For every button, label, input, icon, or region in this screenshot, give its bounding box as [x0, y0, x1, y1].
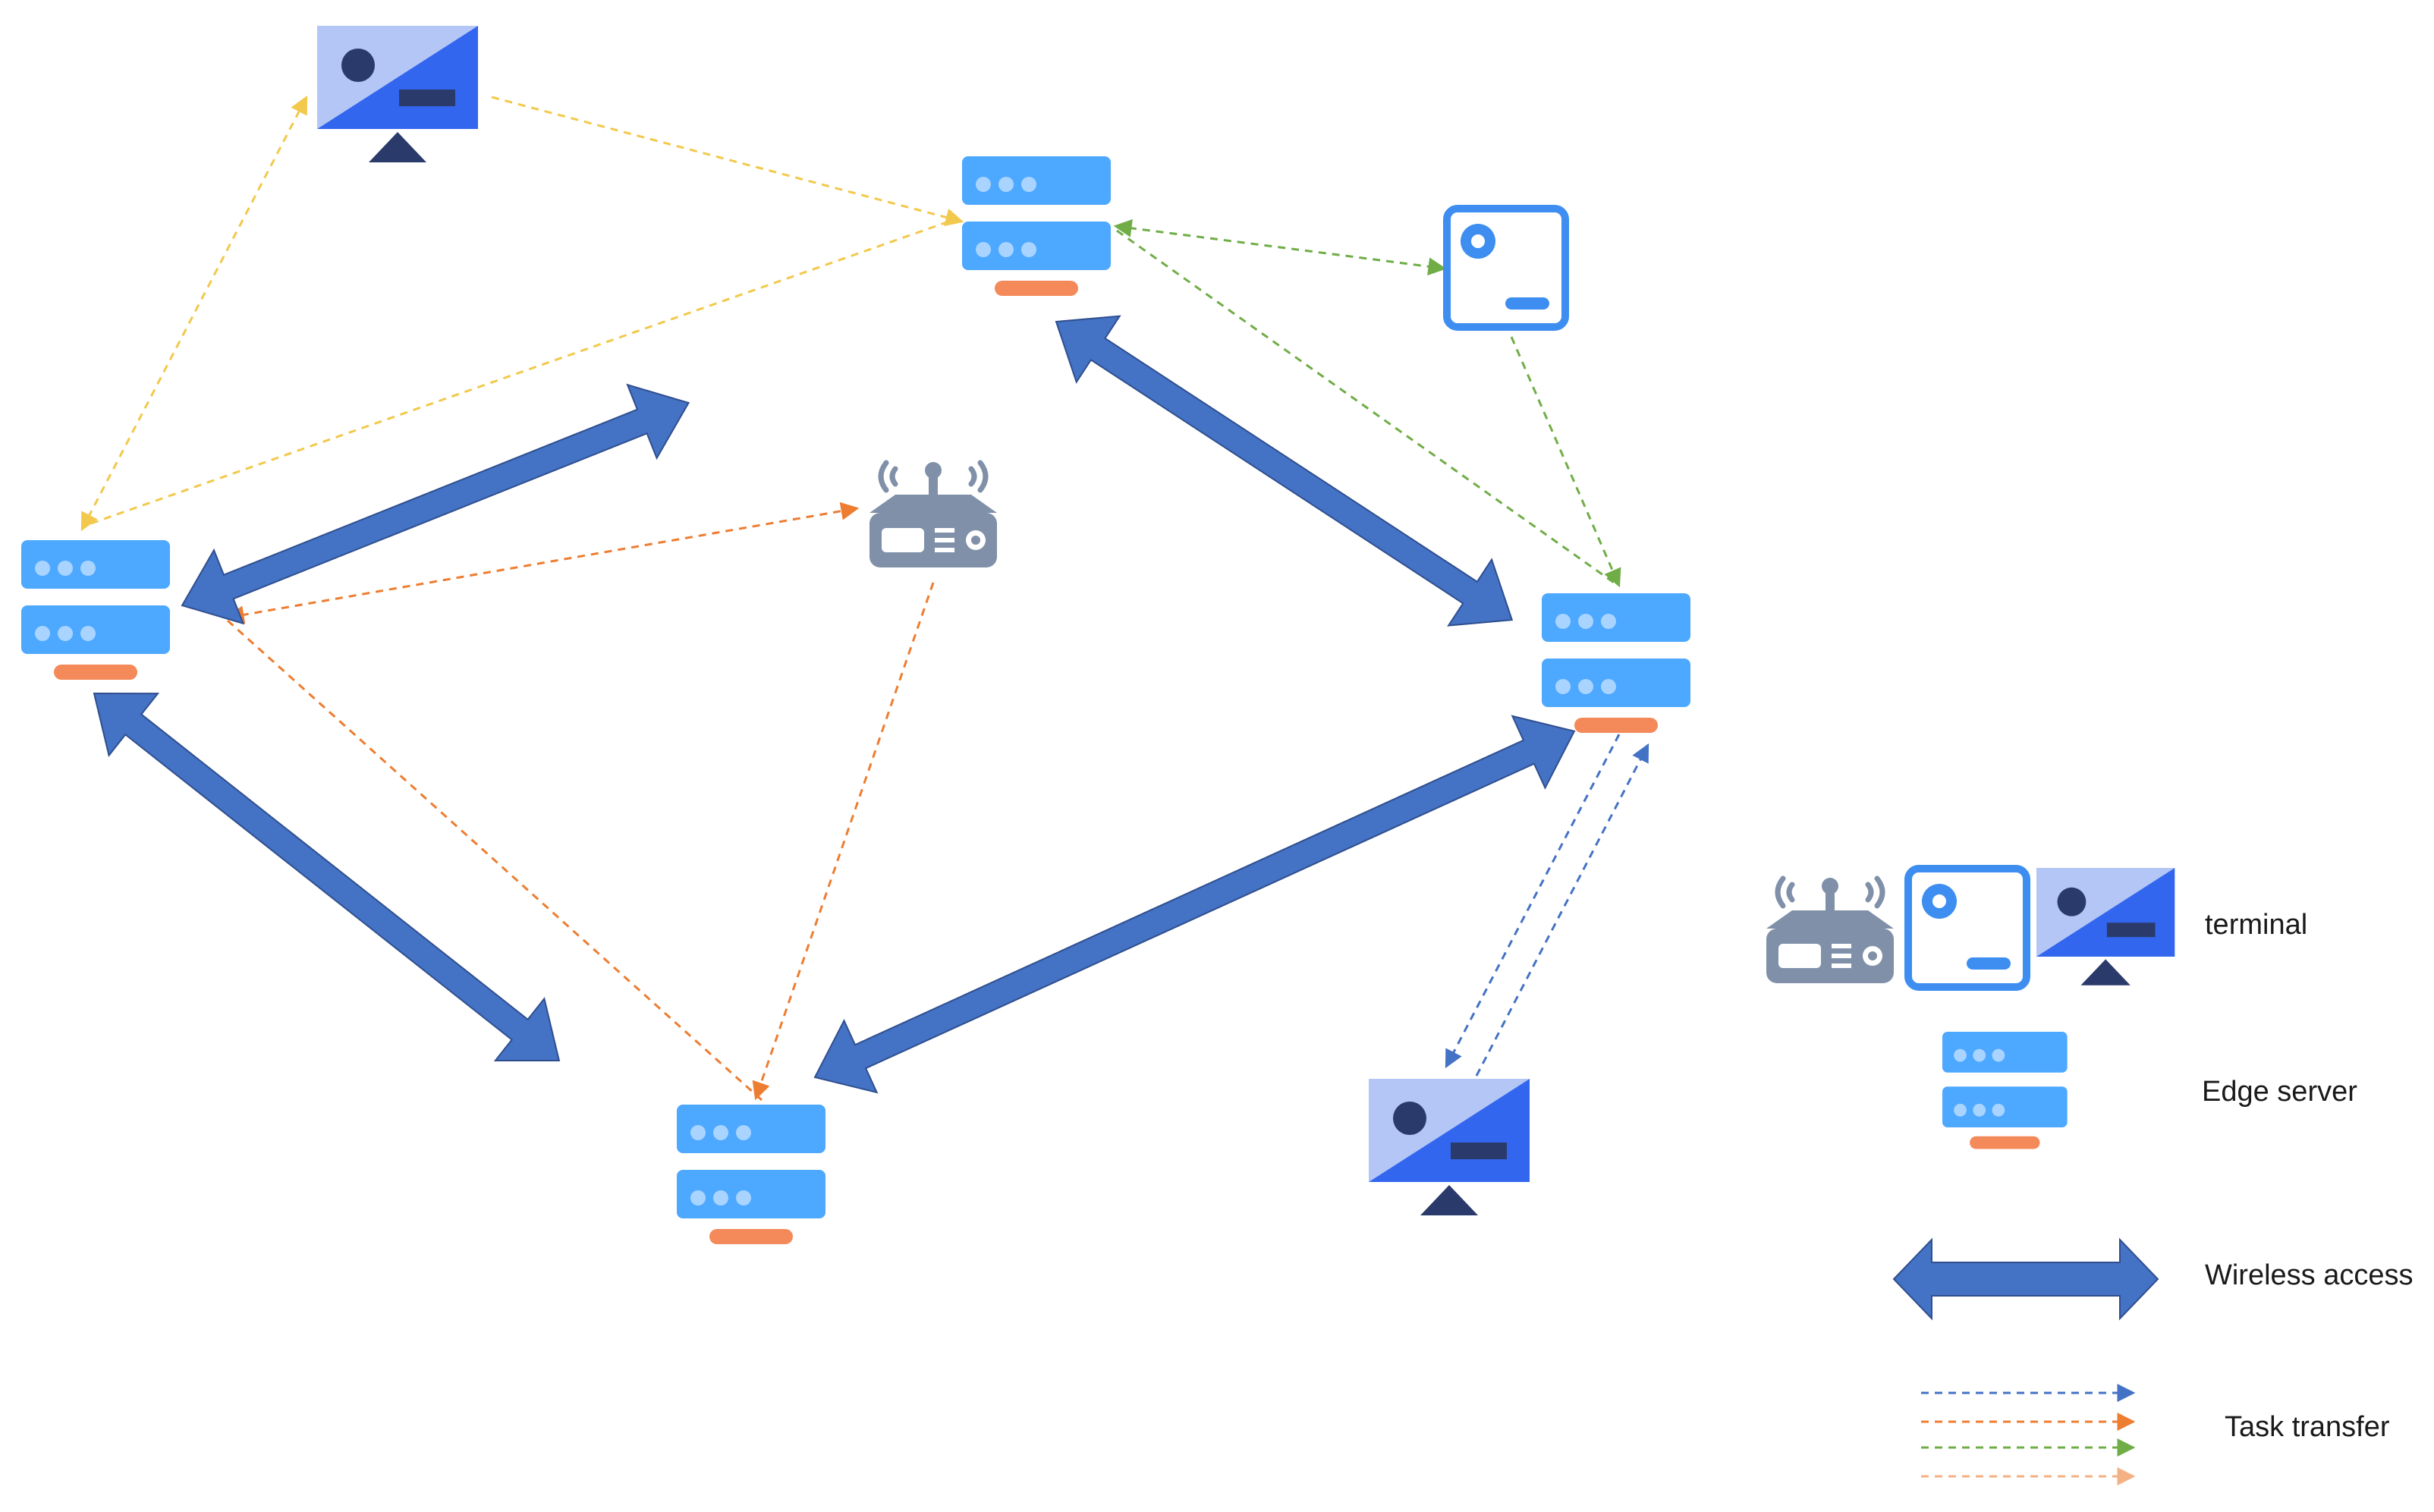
- task-transfer-links: [80, 95, 1649, 1102]
- orange-link-router-to-bottom-server: [752, 582, 935, 1101]
- yellow-link-left-server-to-top-server: [90, 217, 958, 525]
- wireless-access-links: [93, 315, 1576, 1094]
- green-link-top-server-to-box: [1113, 218, 1447, 276]
- monitor-icon: [2036, 868, 2175, 985]
- router-icon: [1766, 878, 1894, 983]
- monitor-icon-bottom: [1369, 1079, 1530, 1215]
- legend-terminal-label: terminal: [2205, 909, 2308, 941]
- legend-task-transfer-label: Task transfer: [2225, 1411, 2390, 1443]
- storage-box-icon: [1908, 869, 2027, 987]
- server-icon-right: [1542, 593, 1690, 733]
- orange-link-left-server-to-bottom-server: [226, 619, 763, 1102]
- green-link-top-server-to-right-server: [1116, 229, 1617, 586]
- wireless-arrow-top-right: [1055, 315, 1514, 627]
- server-icon: [1942, 1032, 2068, 1149]
- wireless-arrow-left-bottom: [93, 692, 561, 1062]
- wireless-arrow-bottom-right: [813, 715, 1576, 1094]
- storage-box-icon: [1447, 209, 1565, 327]
- legend-wireless-access-label: Wireless access: [2205, 1259, 2414, 1291]
- legend-edge-server-label: Edge server: [2202, 1076, 2357, 1108]
- router-icon: [870, 462, 997, 567]
- server-icon-bottom: [677, 1105, 825, 1244]
- server-icon-left: [21, 540, 170, 680]
- wireless-access-legend-arrow: [1892, 1237, 2159, 1321]
- yellow-link-monitor-to-top-server: [491, 96, 964, 227]
- wireless-arrow-left-top: [181, 383, 690, 625]
- monitor-icon-top: [317, 26, 478, 162]
- yellow-link-left-server-to-monitor: [80, 95, 308, 532]
- server-icon-top: [962, 156, 1111, 296]
- orange-link-left-server-to-router: [225, 501, 860, 624]
- legend: [1766, 868, 2175, 1485]
- blue-link-monitor-to-right-server: [1475, 743, 1649, 1077]
- green-link-box-to-right-server: [1510, 336, 1621, 588]
